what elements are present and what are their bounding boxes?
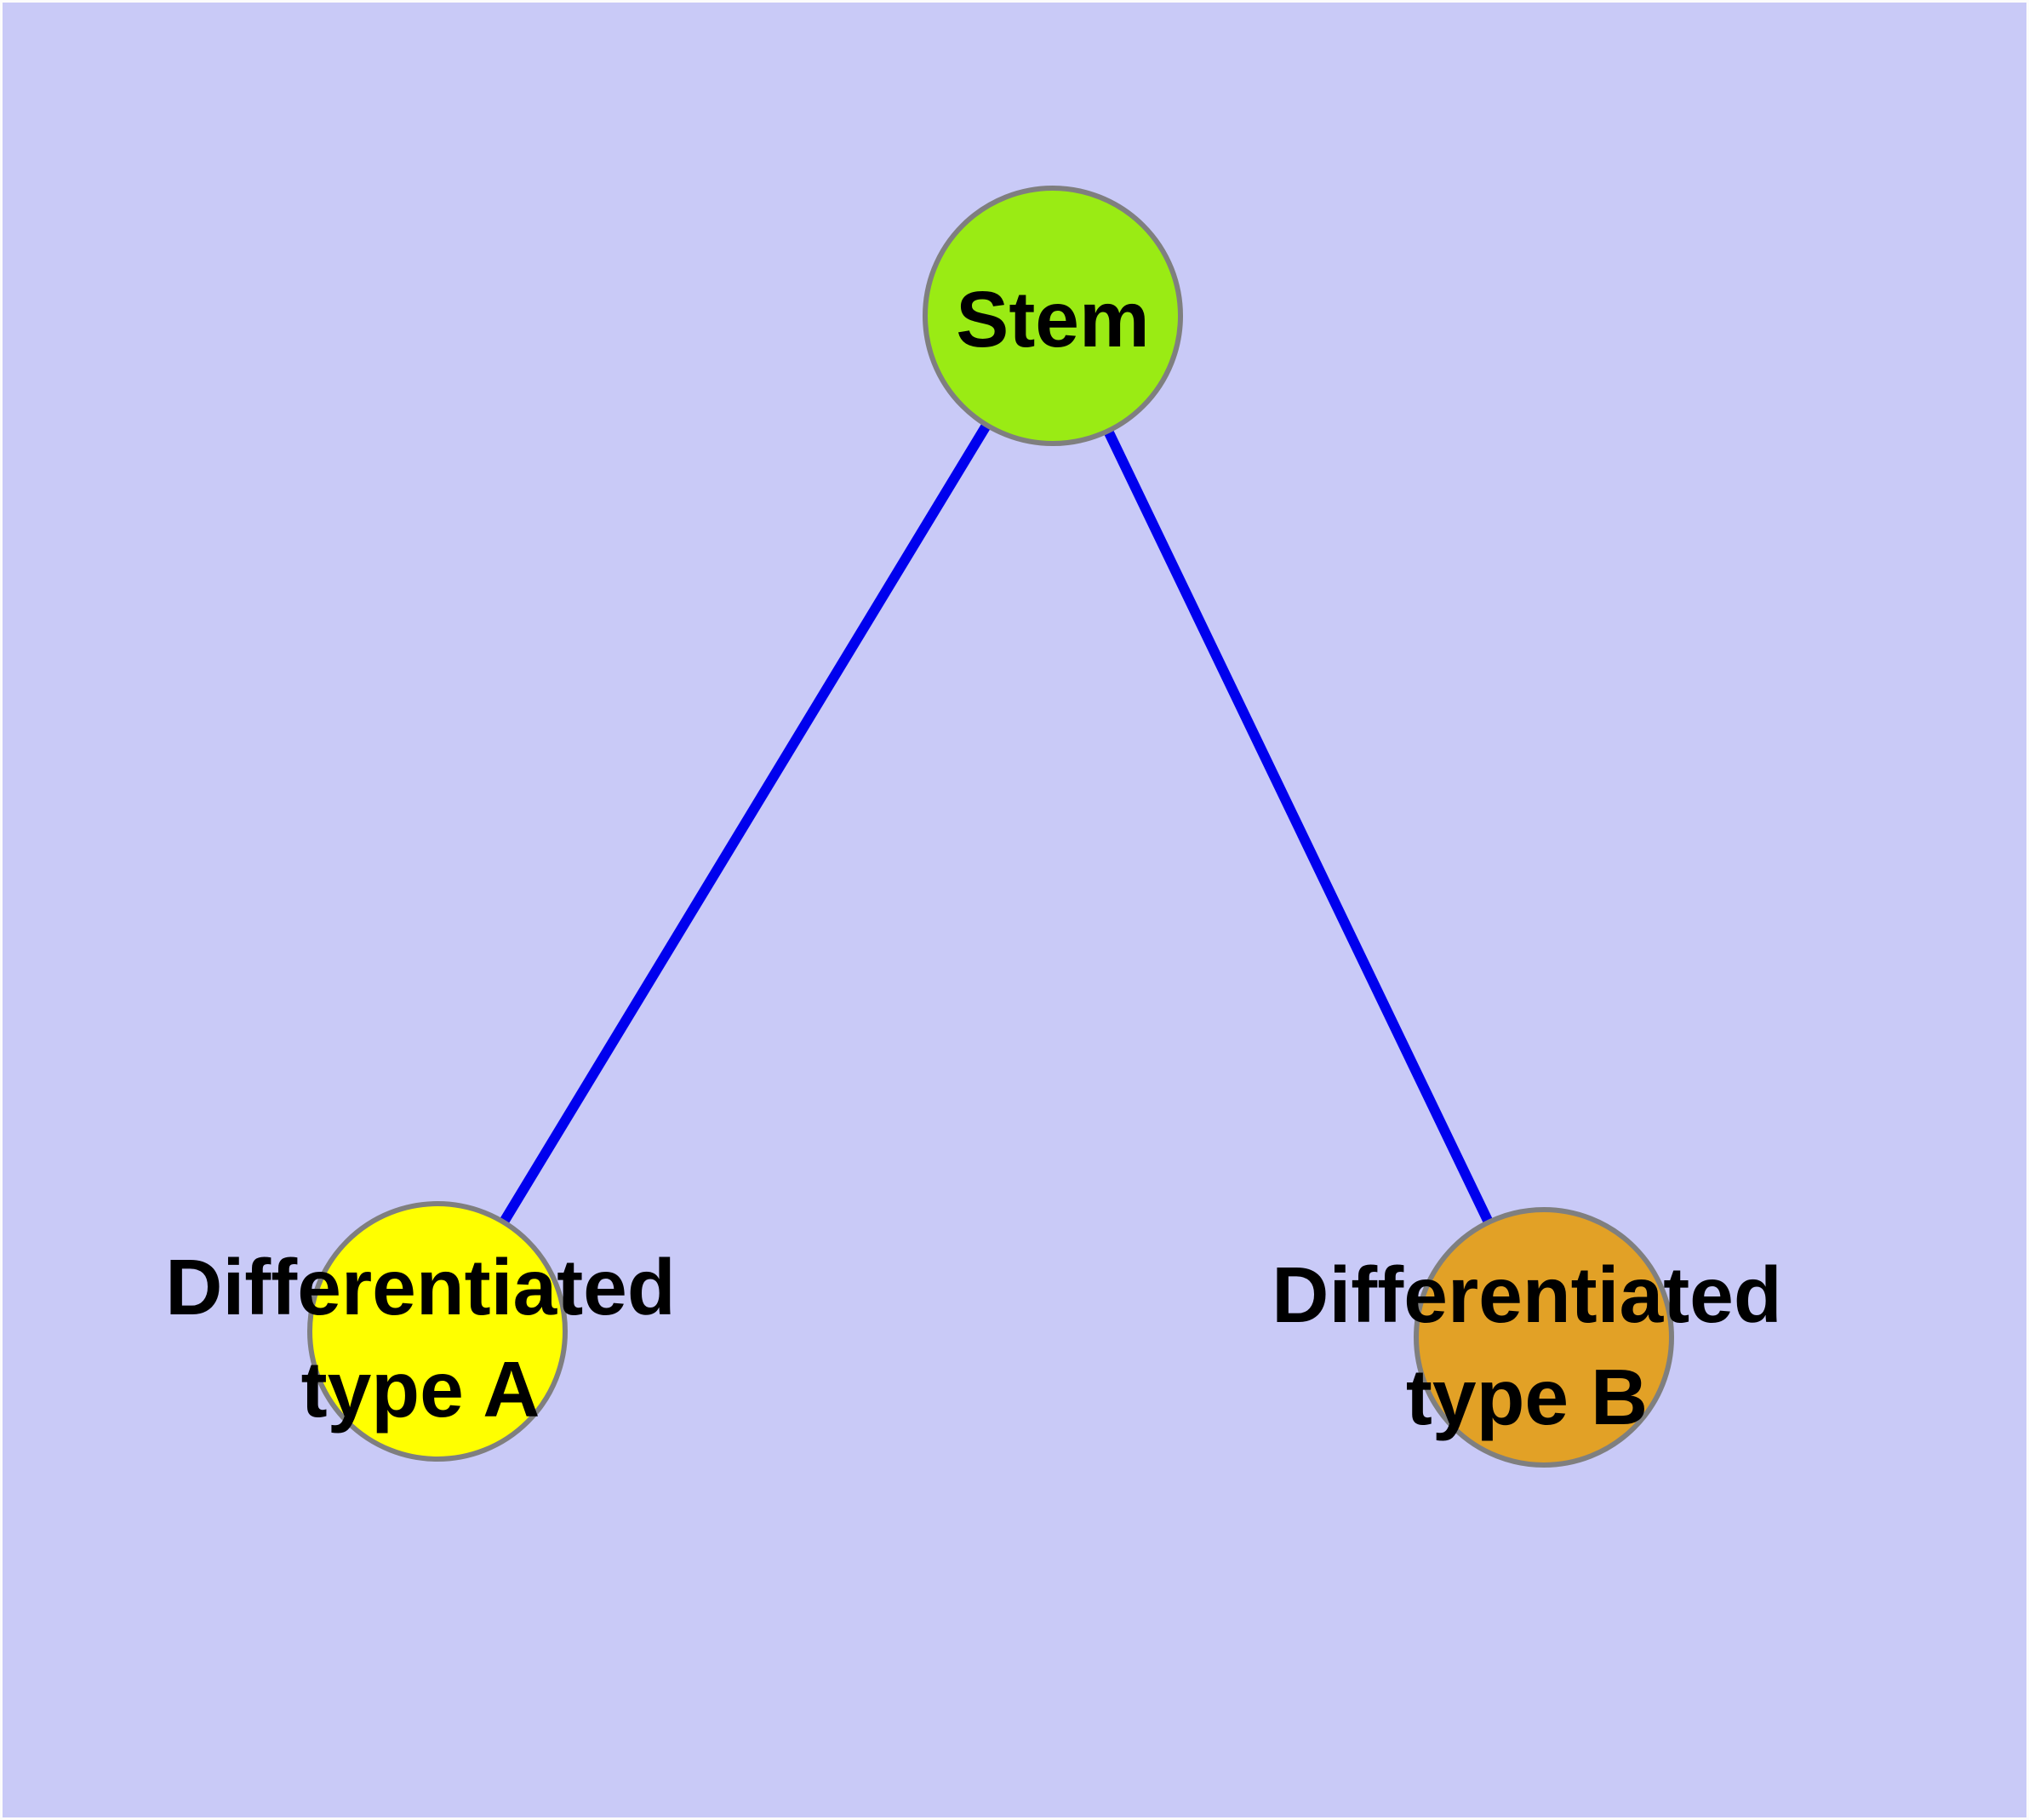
node-stem	[923, 186, 1183, 446]
node-label-diff-b-line-1: Differentiated	[1272, 1251, 1782, 1339]
node-label-diff-a-line-2: type A	[300, 1345, 540, 1434]
edge-stem-to-diff-a	[432, 312, 1058, 1335]
node-diff-b	[1414, 1207, 1674, 1468]
node-label-diff-b: Differentiated type B	[1272, 1244, 1781, 1448]
node-label-stem: Stem	[956, 268, 1149, 370]
node-label-stem-line-1: Stem	[956, 275, 1150, 363]
node-label-diff-a: Differentiated type A	[165, 1236, 675, 1440]
node-diff-a	[307, 1201, 568, 1462]
node-label-diff-a-line-1: Differentiated	[165, 1243, 676, 1331]
edge-stem-to-diff-b	[1048, 313, 1549, 1340]
node-label-diff-b-line-2: type B	[1405, 1353, 1649, 1441]
